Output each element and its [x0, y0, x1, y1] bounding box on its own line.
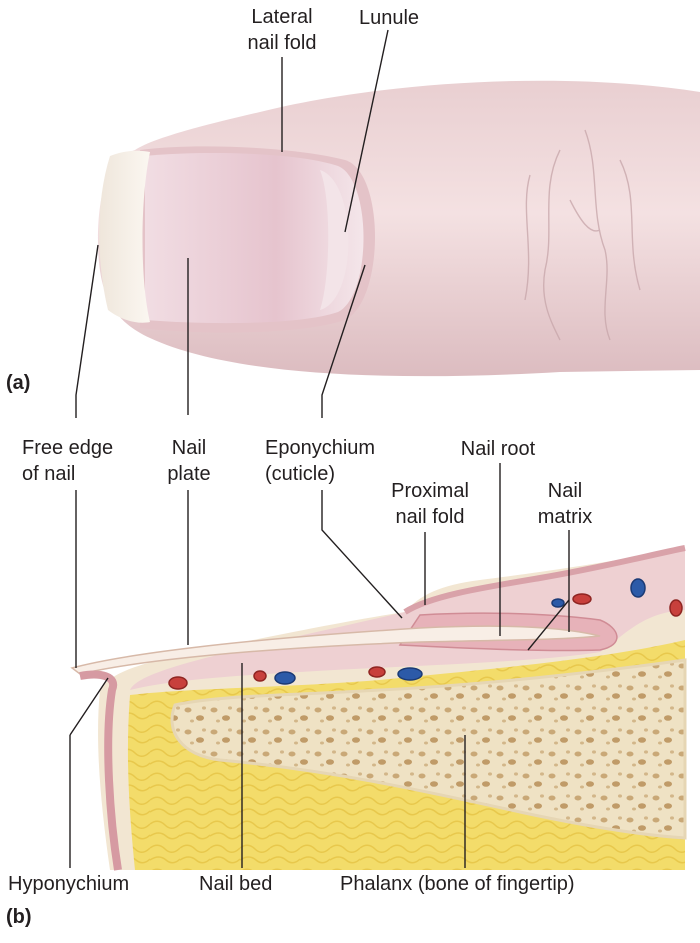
panel-b-label: (b) [6, 906, 32, 928]
label-nail-plate-line2: plate [167, 463, 211, 485]
label-lunule: Lunule [358, 7, 420, 29]
label-nail-bed: Nail bed [199, 873, 273, 895]
leader-hyponychium-a [69, 677, 109, 736]
label-proximal-nail-fold-line2: nail fold [395, 506, 465, 528]
label-eponychium-line1: Eponychium [265, 437, 376, 459]
section-illustration [70, 545, 687, 871]
label-hyponychium: Hyponychium [8, 873, 130, 895]
knuckle-wrinkles [524, 129, 641, 341]
finger-illustration [98, 80, 700, 377]
label-phalanx: Phalanx (bone of fingertip) [340, 873, 575, 895]
label-nail-plate-line1: Nail [171, 437, 207, 459]
label-free-edge-line1: Free edge [22, 437, 114, 459]
nail-plate-section [70, 625, 601, 675]
nail-plate-shape [145, 153, 364, 324]
hyponychium-shape [79, 670, 122, 871]
leader-lunule [344, 29, 389, 233]
blood-vessels [168, 578, 683, 690]
leader-eponychium-upper [321, 264, 366, 418]
leader-lines [69, 29, 570, 868]
label-eponychium-line2: (cuticle) [265, 463, 336, 485]
label-nail-matrix-line1: Nail [547, 480, 583, 502]
proximal-nail-fold-edge [403, 545, 686, 615]
leader-eponychium-lower [321, 490, 403, 619]
leader-nail-matrix-b [527, 599, 570, 651]
label-free-edge-line2: of nail [22, 463, 76, 485]
label-proximal-nail-fold-line1: Proximal [391, 480, 469, 502]
label-lateral-nail-fold-line2: nail fold [247, 32, 317, 54]
nail-bed-tissue [130, 548, 685, 690]
panel-a-label: (a) [6, 372, 31, 394]
lunule-shape [320, 170, 349, 310]
label-nail-root: Nail root [460, 438, 536, 460]
phalanx-bone [170, 658, 687, 840]
free-edge-shape [99, 150, 150, 323]
leader-free-edge-upper [75, 244, 99, 418]
label-lateral-nail-fold-line1: Lateral [251, 6, 313, 28]
label-nail-matrix-line2: matrix [537, 506, 593, 528]
